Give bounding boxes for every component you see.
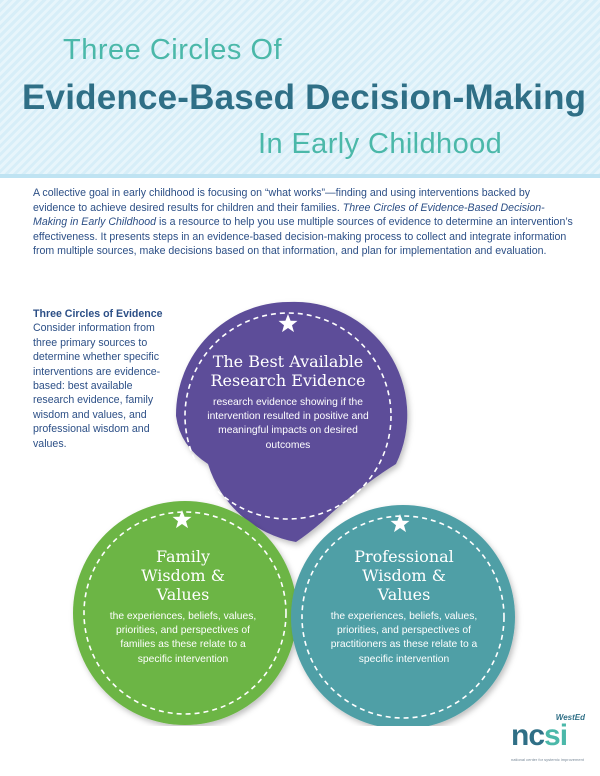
professional-description: the experiences, beliefs, values, priori… bbox=[330, 611, 478, 665]
professional-circle-text: Professional Wisdom & Values the experie… bbox=[322, 547, 486, 667]
page-title: Evidence-Based Decision-Making bbox=[22, 78, 587, 117]
wested-wordmark: WestEd bbox=[555, 713, 585, 722]
intro-text-1: A collective goal in early childhood is … bbox=[33, 187, 531, 214]
title-line-3: In Early Childhood bbox=[258, 128, 503, 160]
title-line-1: Three Circles Of bbox=[63, 34, 283, 66]
research-circle-text: The Best Available Research Evidence res… bbox=[195, 352, 381, 453]
family-title-2: Wisdom & bbox=[141, 566, 225, 585]
sidebar-note: Three Circles of Evidence Consider infor… bbox=[33, 307, 165, 451]
ncsi-wordmark: ncsi bbox=[511, 719, 568, 753]
professional-wisdom-circle bbox=[291, 505, 515, 726]
family-title-3: Values bbox=[156, 585, 210, 604]
research-description: research evidence showing if the interve… bbox=[207, 397, 369, 451]
logo-tagline: national center for systemic improvement bbox=[511, 757, 584, 762]
sidebar-body: Consider information from three primary … bbox=[33, 322, 161, 450]
header-banner bbox=[0, 0, 600, 174]
ncsi-prefix: nc bbox=[511, 719, 545, 752]
intro-resource-title: Three Circles of Evidence-Based Decision… bbox=[33, 201, 545, 229]
professional-title-3: Values bbox=[377, 585, 431, 604]
family-wisdom-circle bbox=[73, 501, 297, 725]
ncsi-suffix: si bbox=[544, 719, 568, 752]
header-divider bbox=[0, 174, 600, 178]
professional-title-1: Professional bbox=[354, 547, 454, 566]
research-evidence-circle bbox=[175, 301, 408, 542]
intro-text-2: is a resource to help you use multiple s… bbox=[33, 216, 573, 258]
family-circle-text: Family Wisdom & Values the experiences, … bbox=[102, 547, 264, 667]
family-description: the experiences, beliefs, values, priori… bbox=[109, 611, 257, 665]
research-title-2: Research Evidence bbox=[210, 371, 366, 390]
three-circles-diagram bbox=[73, 301, 515, 726]
research-title-1: The Best Available bbox=[212, 352, 364, 371]
ncsi-logo: WestEd ncsi national center for systemic… bbox=[511, 713, 591, 769]
intro-paragraph: A collective goal in early childhood is … bbox=[33, 186, 573, 259]
sidebar-title: Three Circles of Evidence bbox=[33, 308, 163, 320]
family-title-1: Family bbox=[156, 547, 210, 566]
professional-title-2: Wisdom & bbox=[362, 566, 446, 585]
